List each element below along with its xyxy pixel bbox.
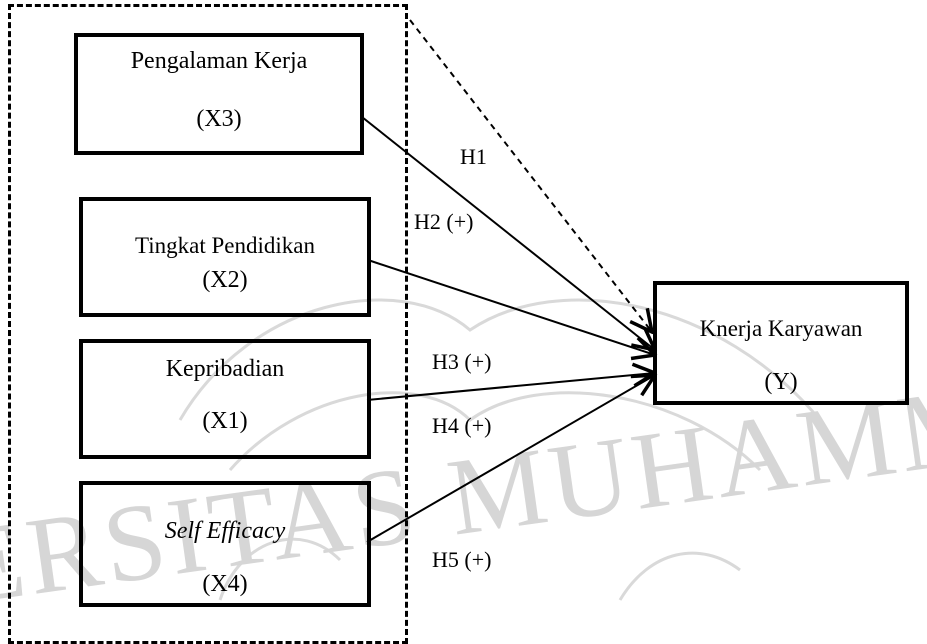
watermark-arch-inner: [228, 391, 762, 472]
node-x3-title: Pengalaman Kerja: [130, 48, 308, 74]
node-y-title: Knerja Karyawan: [699, 316, 863, 341]
node-x4-self-efficacy: Self Efficacy (X4): [79, 481, 371, 607]
watermark-leaf: [218, 537, 342, 601]
node-x3-pengalaman-kerja: Pengalaman Kerja (X3): [74, 33, 364, 155]
label-h2: H2 (+): [414, 209, 474, 234]
node-x2-title: Tingkat Pendidikan: [135, 233, 315, 258]
arrow-h2: [361, 116, 655, 350]
node-x2-code: (X2): [202, 267, 248, 293]
watermark-arch-outer: [178, 298, 822, 421]
label-h5: H5 (+): [432, 547, 492, 572]
node-x1-code: (X1): [202, 408, 248, 434]
label-h4: H4 (+): [432, 413, 492, 438]
label-h1: H1: [460, 144, 487, 169]
node-x2-tingkat-pendidikan: Tingkat Pendidikan (X2): [79, 197, 371, 317]
node-x1-title: Kepribadian: [165, 356, 285, 382]
arrow-h4: [366, 375, 655, 543]
arrow-h3: [366, 373, 655, 401]
node-x1-kepribadian: Kepribadian (X1): [79, 339, 371, 459]
node-y-code: (Y): [764, 369, 798, 395]
node-x4-title: Self Efficacy: [164, 518, 286, 544]
node-x3-code: (X3): [196, 106, 242, 132]
node-y-knerja-karyawan: Knerja Karyawan (Y): [653, 281, 909, 405]
watermark-leaf-2: [618, 551, 741, 601]
label-h3: H3 (+): [432, 349, 492, 374]
node-x4-code: (X4): [202, 571, 248, 597]
arrow-h2-from-x2: [367, 259, 655, 355]
